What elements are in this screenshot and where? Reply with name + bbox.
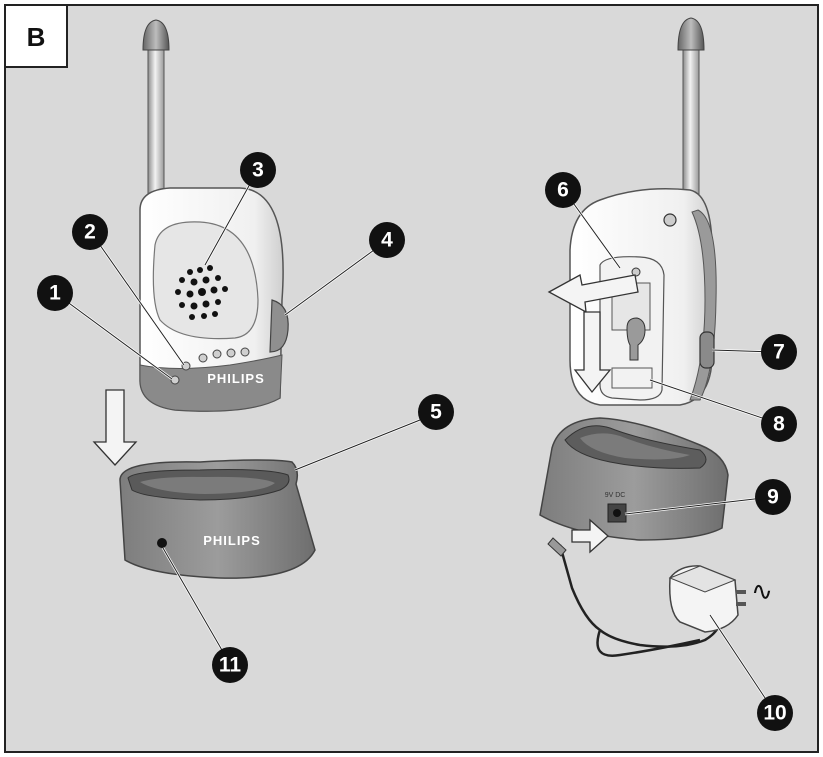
svg-text:7: 7	[773, 341, 785, 364]
svg-text:5: 5	[430, 401, 442, 424]
svg-text:1: 1	[49, 282, 61, 305]
screw	[663, 213, 677, 227]
svg-text:6: 6	[557, 179, 569, 202]
callout-9: 9	[755, 479, 791, 515]
channel-switch	[699, 331, 715, 369]
antenna-back	[682, 44, 700, 196]
svg-text:9: 9	[767, 486, 779, 509]
callout-8: 8	[761, 406, 797, 442]
brand-logo-unit: PHILIPS	[207, 371, 265, 386]
plug-arrow	[571, 518, 609, 554]
callout-7: 7	[761, 334, 797, 370]
adapter-cord	[558, 544, 722, 648]
svg-text:10: 10	[763, 702, 786, 725]
callout-2: 2	[72, 214, 108, 250]
panel-letter-box	[4, 4, 68, 68]
charger-base-back: 9V DC	[539, 417, 729, 541]
dc-label: 9V DC	[605, 492, 626, 499]
svg-text:4: 4	[381, 229, 393, 252]
antenna-tip	[142, 19, 170, 51]
antenna	[147, 44, 165, 206]
callout-11: 11	[212, 647, 248, 683]
panel-letter: B	[27, 22, 46, 52]
insert-down-arrow	[92, 389, 138, 466]
wall-mount-hole	[626, 317, 646, 361]
svg-text:3: 3	[252, 159, 264, 182]
battery-cover	[611, 367, 653, 389]
speaker-grille	[175, 265, 228, 320]
svg-text:8: 8	[773, 413, 785, 436]
power-adapter: ∿	[668, 565, 773, 633]
charger-base-front: PHILIPS	[119, 459, 316, 579]
callout-10: 10	[757, 695, 793, 731]
callout-1: 1	[37, 275, 73, 311]
volume-wheel	[269, 299, 289, 353]
clip-down-arrow	[573, 311, 612, 394]
svg-text:2: 2	[84, 221, 96, 244]
callout-5: 5	[418, 394, 454, 430]
dc-plug	[547, 537, 567, 557]
power-led	[157, 538, 167, 548]
svg-text:11: 11	[219, 654, 242, 677]
callout-6: 6	[545, 172, 581, 208]
ac-symbol: ∿	[751, 577, 773, 607]
brand-logo-base: PHILIPS	[203, 533, 261, 548]
control-buttons	[170, 347, 250, 385]
callout-4: 4	[369, 222, 405, 258]
antenna-tip-back	[677, 17, 705, 51]
callout-3: 3	[240, 152, 276, 188]
clip-slide-arrow	[547, 274, 639, 314]
unit-bottom-band	[139, 354, 283, 412]
